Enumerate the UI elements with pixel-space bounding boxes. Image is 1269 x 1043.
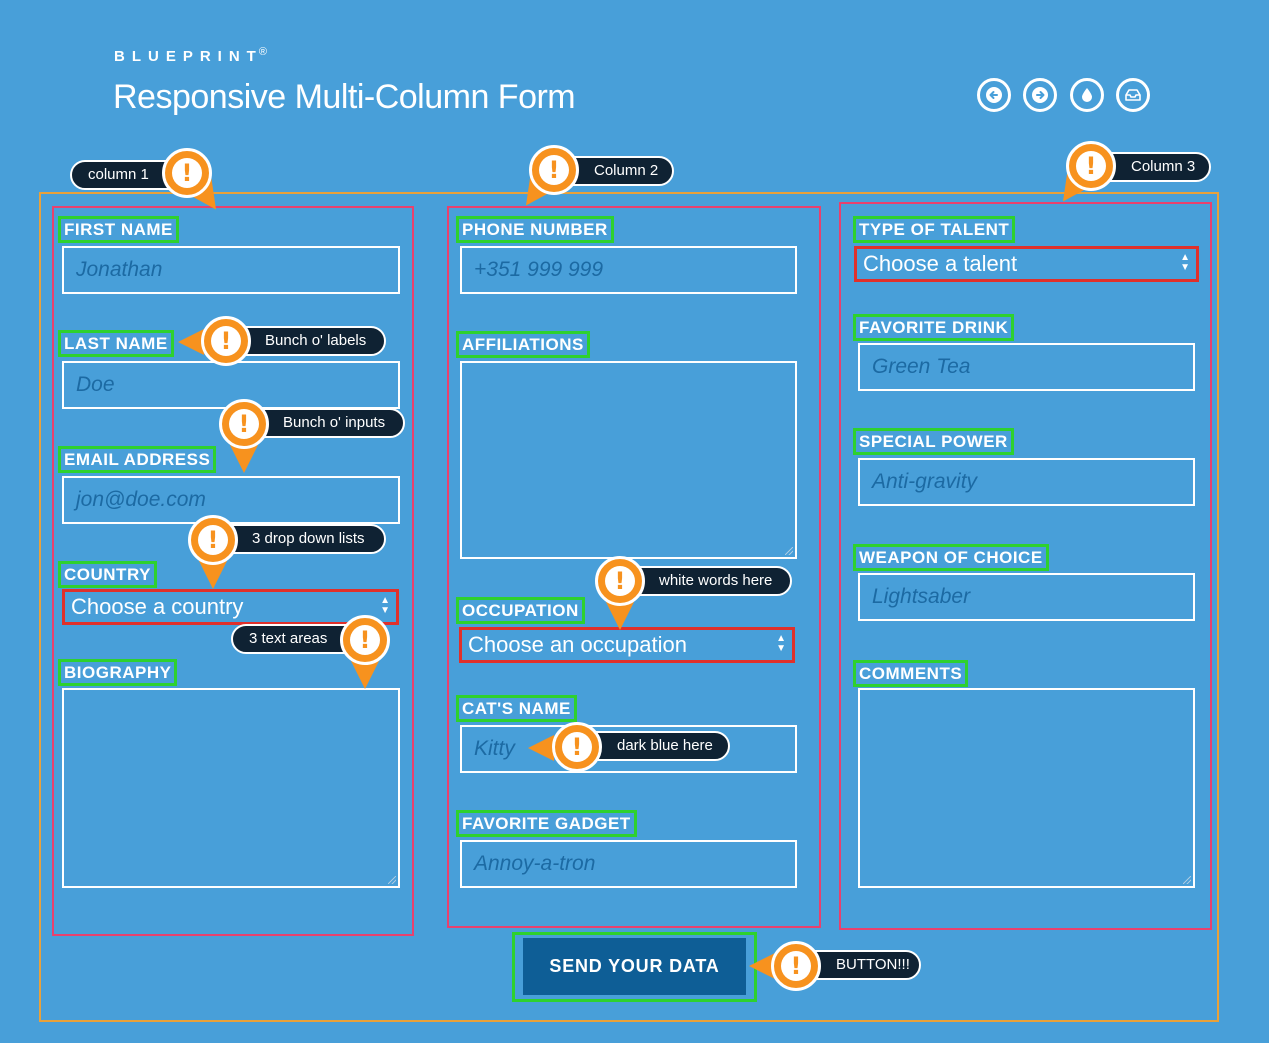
talent-select[interactable]: Choose a talent ▲▼ bbox=[854, 246, 1199, 282]
alert-icon bbox=[340, 615, 390, 665]
annotation-inputs-tag: Bunch o' inputs bbox=[248, 408, 405, 438]
power-label: SPECIAL POWER bbox=[853, 428, 1014, 455]
occupation-select-value: Choose an occupation bbox=[468, 632, 687, 657]
country-select[interactable]: Choose a country ▲▼ bbox=[62, 589, 399, 625]
first-name-input[interactable]: Jonathan bbox=[62, 246, 400, 294]
last-name-label: LAST NAME bbox=[58, 330, 174, 357]
email-input[interactable]: jon@doe.com bbox=[62, 476, 400, 524]
annotation-labels-tag: Bunch o' labels bbox=[228, 326, 386, 356]
annotation-white-words-tag: white words here bbox=[624, 566, 792, 596]
email-label: EMAIL ADDRESS bbox=[58, 446, 217, 473]
select-arrows-icon: ▲▼ bbox=[776, 633, 786, 654]
pointer-tip bbox=[351, 661, 379, 689]
alert-icon bbox=[529, 145, 579, 195]
gadget-input[interactable]: Annoy-a-tron bbox=[460, 840, 797, 888]
pointer-tip bbox=[606, 602, 634, 630]
alert-icon bbox=[219, 399, 269, 449]
alert-icon bbox=[201, 316, 251, 366]
drop-icon[interactable] bbox=[1070, 78, 1104, 112]
biography-label: BIOGRAPHY bbox=[58, 659, 178, 686]
drink-input[interactable]: Green Tea bbox=[858, 343, 1195, 391]
annotation-dropdowns-tag: 3 drop down lists bbox=[216, 524, 386, 554]
biography-textarea[interactable] bbox=[62, 688, 400, 888]
submit-button[interactable]: SEND YOUR DATA bbox=[523, 938, 746, 995]
power-input[interactable]: Anti-gravity bbox=[858, 458, 1195, 506]
select-arrows-icon: ▲▼ bbox=[380, 595, 390, 616]
column-3 bbox=[839, 202, 1212, 930]
drink-label: FAVORITE DRINK bbox=[853, 314, 1015, 341]
occupation-select[interactable]: Choose an occupation ▲▼ bbox=[459, 627, 795, 663]
gadget-label: FAVORITE GADGET bbox=[456, 810, 637, 837]
alert-icon bbox=[595, 556, 645, 606]
brand-logo: BLUEPRINT® bbox=[114, 46, 267, 65]
phone-input[interactable]: +351 999 999 bbox=[460, 246, 797, 294]
pointer-tip bbox=[230, 445, 258, 473]
arrow-right-icon[interactable] bbox=[1023, 78, 1057, 112]
annotation-dark-blue-tag: dark blue here bbox=[580, 731, 730, 761]
country-select-value: Choose a country bbox=[71, 594, 244, 619]
inbox-icon[interactable] bbox=[1116, 78, 1150, 112]
comments-textarea[interactable] bbox=[858, 688, 1195, 888]
affiliations-textarea[interactable] bbox=[460, 361, 797, 559]
country-label: COUNTRY bbox=[58, 561, 157, 588]
pointer-tip bbox=[749, 953, 775, 979]
alert-icon bbox=[552, 722, 602, 772]
form-container bbox=[39, 192, 1219, 1022]
brand-name: BLUEPRINT bbox=[114, 48, 263, 65]
pointer-tip bbox=[178, 329, 204, 355]
registered-mark: ® bbox=[258, 46, 267, 58]
alert-icon bbox=[162, 148, 212, 198]
arrow-left-icon[interactable] bbox=[977, 78, 1011, 112]
pointer-tip bbox=[528, 735, 554, 761]
phone-label: PHONE NUMBER bbox=[456, 216, 614, 243]
column-1 bbox=[52, 206, 414, 936]
talent-label: TYPE OF TALENT bbox=[853, 216, 1016, 243]
alert-icon bbox=[771, 941, 821, 991]
pointer-tip bbox=[199, 561, 227, 589]
weapon-label: WEAPON OF CHOICE bbox=[853, 544, 1049, 571]
page-title: Responsive Multi-Column Form bbox=[113, 78, 576, 116]
first-name-label: FIRST NAME bbox=[58, 216, 179, 243]
cats-name-label: CAT'S NAME bbox=[456, 695, 577, 722]
weapon-input[interactable]: Lightsaber bbox=[858, 573, 1195, 621]
column-2 bbox=[447, 206, 821, 928]
alert-icon bbox=[188, 515, 238, 565]
occupation-label: OCCUPATION bbox=[456, 597, 585, 624]
talent-select-value: Choose a talent bbox=[863, 251, 1018, 276]
alert-icon bbox=[1066, 141, 1116, 191]
select-arrows-icon: ▲▼ bbox=[1180, 252, 1190, 273]
affiliations-label: AFFILIATIONS bbox=[456, 331, 590, 358]
cats-name-input[interactable]: Kitty bbox=[460, 725, 797, 773]
comments-label: COMMENTS bbox=[853, 660, 969, 687]
